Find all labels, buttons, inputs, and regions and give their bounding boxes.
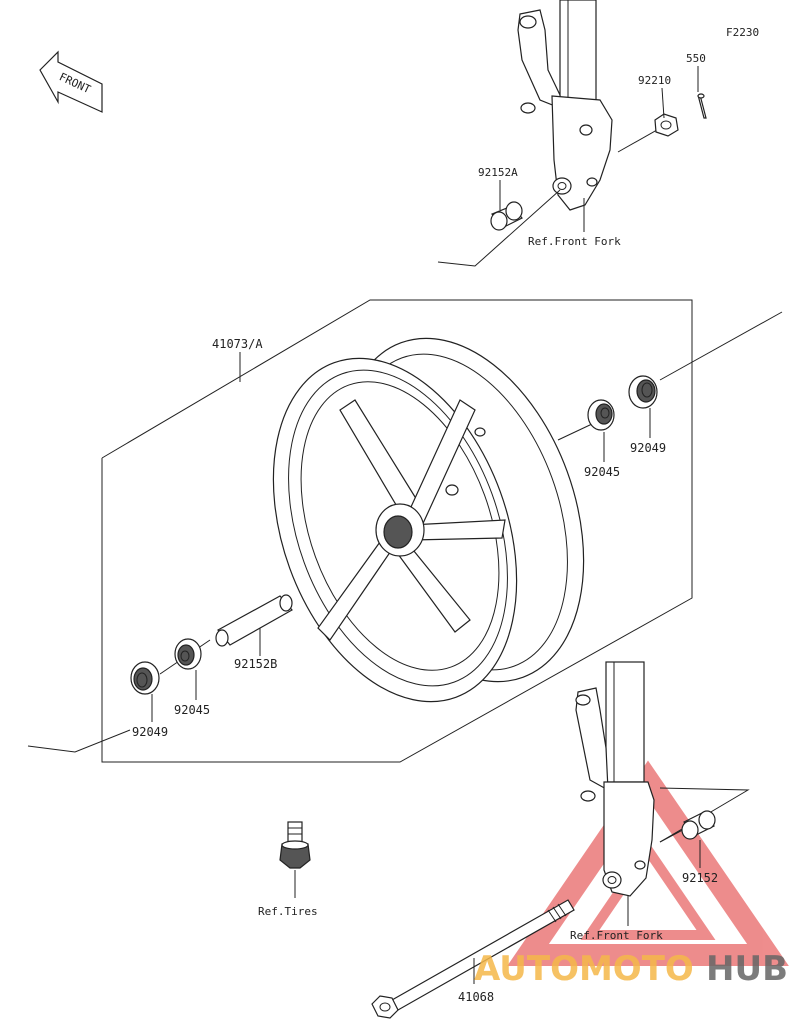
label-92049-left: 92049 <box>132 725 168 739</box>
label-92152: 92152 <box>682 871 718 885</box>
figure-code: F2230 <box>726 26 759 39</box>
label-92045-right: 92045 <box>584 465 620 479</box>
tire-valve <box>279 821 311 869</box>
front-fork-bottom <box>575 661 655 897</box>
axle-41068 <box>371 899 575 1019</box>
label-41073A: 41073/A <box>212 337 263 351</box>
label-92049-right: 92049 <box>630 441 666 455</box>
seal-92049-right <box>628 375 658 409</box>
watermark-text-auto: AUTOMOTO <box>474 949 694 989</box>
watermark-text-hub: HUB <box>706 949 788 989</box>
collar-92152 <box>681 810 716 840</box>
label-550: 550 <box>686 52 706 65</box>
label-92152A: 92152A <box>478 166 518 179</box>
spacer-92152B <box>215 594 293 647</box>
label-92152B: 92152B <box>234 657 277 671</box>
nut-92210 <box>654 113 679 137</box>
cotter-pin-550 <box>697 93 707 119</box>
wheel-assembly-frame <box>101 299 693 763</box>
front-arrow-icon: FRONT <box>39 50 103 113</box>
label-ref-front-fork-bottom: Ref.Front Fork <box>570 929 663 942</box>
label-41068: 41068 <box>458 990 494 1004</box>
front-wheel <box>272 337 585 703</box>
label-ref-front-fork-top: Ref.Front Fork <box>528 235 621 248</box>
label-ref-tires: Ref.Tires <box>258 905 318 918</box>
seal-92049-left <box>130 661 160 695</box>
collar-92152A <box>490 201 523 231</box>
label-92210: 92210 <box>638 74 671 87</box>
bearing-92045-right <box>587 399 615 431</box>
front-fork-top <box>517 0 613 211</box>
label-92045-left: 92045 <box>174 703 210 717</box>
bearing-92045-left <box>174 638 202 670</box>
